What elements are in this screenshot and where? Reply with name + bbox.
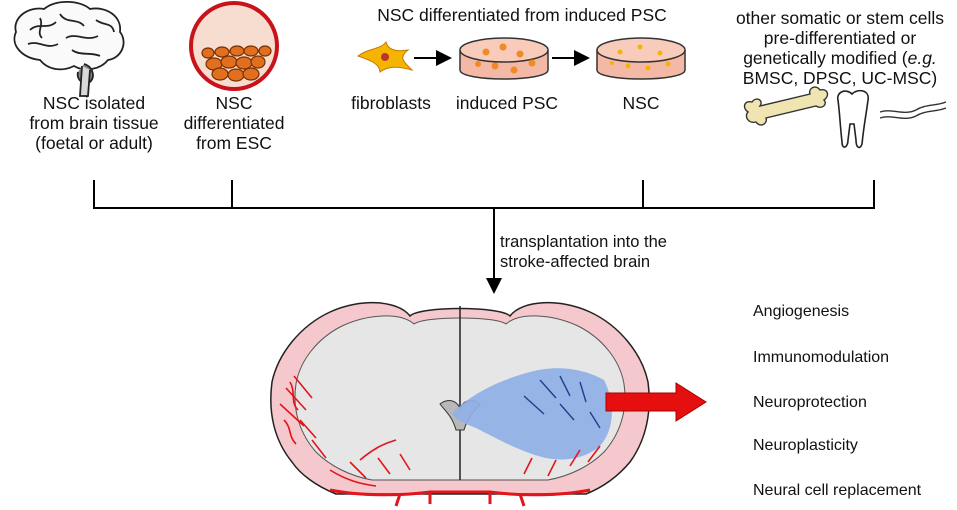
brain-section-icon [270,302,650,507]
other-source-line3-b: e.g. [907,48,937,68]
outcome-item: Angiogenesis [753,303,850,320]
other-source-label: other somatic or stem cells pre-differen… [726,8,954,88]
other-source-line2: pre-differentiated or [763,28,917,48]
other-source-line3: genetically modified (e.g. [726,48,954,68]
esc-source-line1: NSC [215,93,253,113]
brain-source-line3: (foetal or adult) [35,133,153,153]
cord-icon [879,101,947,119]
fibroblast-icon [356,40,414,73]
other-source-line4: BMSC, DPSC, UC-MSC) [742,68,938,88]
connector-bracket [93,180,875,294]
brain-icon [13,0,125,97]
outcome-item: Neuroprotection [753,394,867,411]
tooth-icon [836,89,869,149]
esc-dish-icon [189,1,279,91]
esc-source-label: NSC differentiated from ESC [178,93,290,153]
induced-psc-label: induced PSC [455,93,559,113]
bone-icon [743,86,829,126]
esc-source-line2: differentiated [183,113,285,133]
outcome-item: Neuroplasticity [753,437,858,454]
other-source-line3-a: genetically modified ( [743,48,908,68]
esc-source-line3: from ESC [196,133,272,153]
ipsc-title: NSC differentiated from induced PSC [377,5,667,25]
petri-dish-icon [459,37,549,80]
brain-source-label: NSC isolated from brain tissue (foetal o… [6,93,182,153]
other-source-line1: other somatic or stem cells [735,8,945,28]
fibroblasts-label: fibroblasts [351,93,431,113]
outcome-item: Immunomodulation [753,349,890,366]
brain-source-line1: NSC isolated [42,93,146,113]
outcome-item: Neural cell replacement [753,482,922,499]
right-arrow-icon [605,382,707,422]
transplant-label: transplantation into the stroke-affected… [500,232,710,272]
brain-source-line2: from brain tissue [29,113,159,133]
transplant-line1: transplantation into the [500,233,667,251]
transplant-line2: stroke-affected brain [500,253,651,271]
petri-dish-icon [596,37,686,80]
nsc-label: NSC [622,93,660,113]
